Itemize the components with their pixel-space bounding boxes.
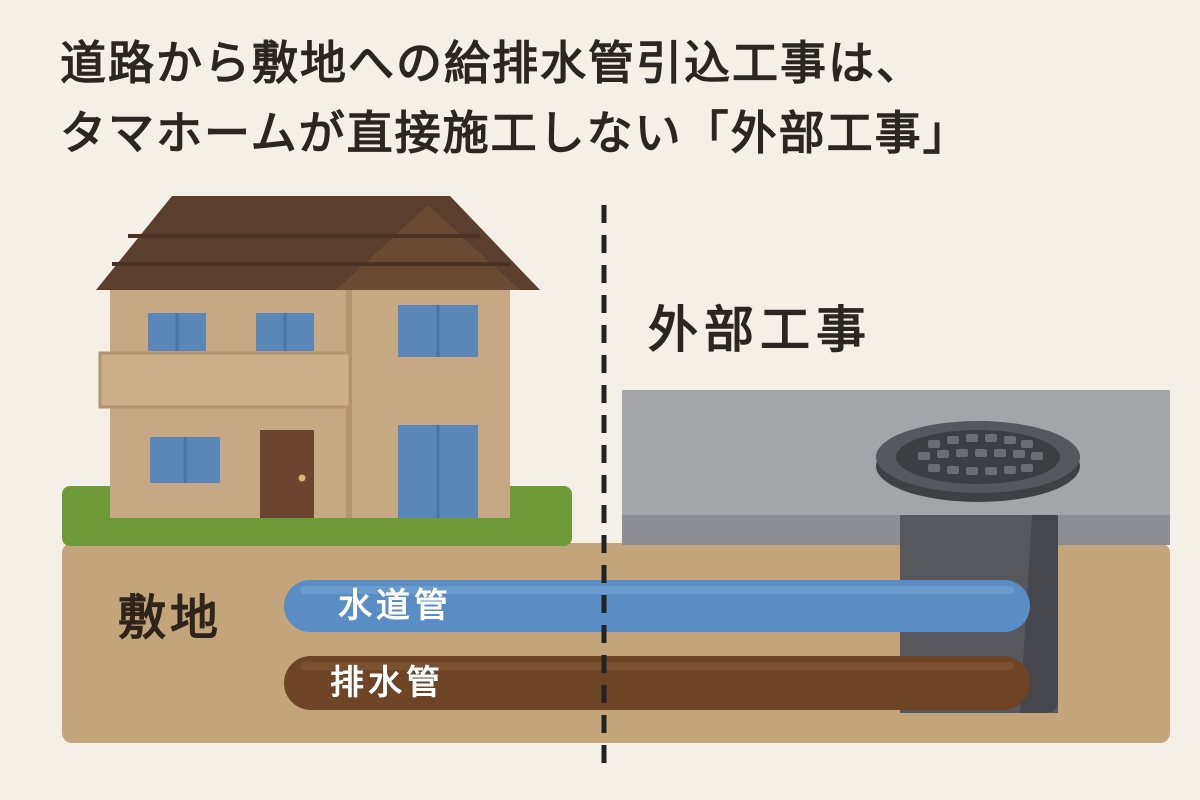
road-side [622,515,1170,545]
door [260,430,314,518]
site-label: 敷地 [118,590,223,646]
window [398,305,478,357]
water-pipe-label: 水道管 [338,586,452,626]
drain-pipe-label: 排水管 [330,663,444,703]
window [150,437,220,483]
house-icon [96,196,540,518]
manhole-icon [876,421,1080,502]
window [148,313,206,351]
title-line-1: 道路から敷地への給排水管引込工事は、 [60,36,924,90]
external-work-label: 外部工事 [648,301,872,359]
title-line-2: タマホームが直接施工しない「外部工事」 [60,106,971,160]
window [256,313,314,351]
window [398,425,478,518]
